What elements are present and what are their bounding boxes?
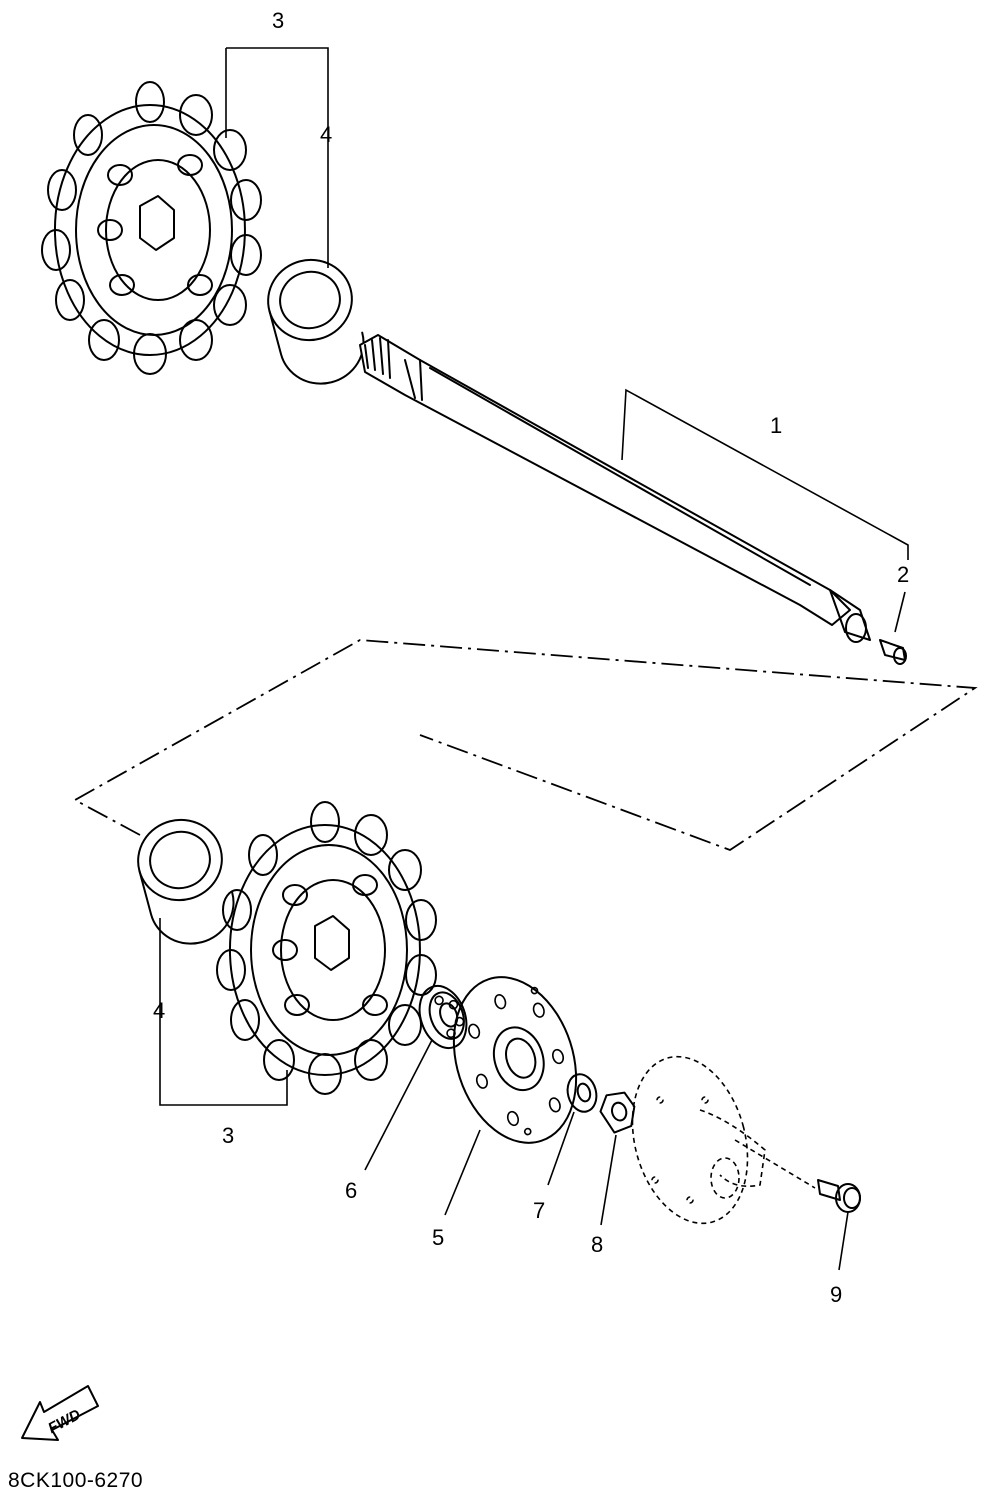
lower-collar: [128, 809, 244, 954]
reference-hub: [631, 1055, 816, 1225]
drive-shaft: [359, 334, 871, 643]
callout-4-top: 4: [320, 122, 332, 147]
callout-6: 6: [345, 1178, 357, 1203]
callout-3-bottom: 3: [222, 1123, 234, 1148]
callout-3-top: 3: [272, 8, 284, 33]
callout-5: 5: [432, 1225, 444, 1250]
callout-1: 1: [770, 413, 782, 438]
upper-sprocket: [41, 81, 262, 375]
assembly-outline: [73, 639, 978, 852]
part-code: 8CK100-6270: [8, 1469, 143, 1492]
fwd-label: FWD: [45, 1406, 83, 1437]
lower-sprocket: [216, 801, 437, 1095]
bearing: [418, 985, 468, 1049]
callout-4-bottom: 4: [153, 998, 165, 1023]
flange-bolt: [817, 1179, 861, 1213]
upper-collar: [258, 249, 374, 394]
flange-plate: [452, 976, 578, 1144]
washer: [566, 1073, 598, 1113]
callout-7: 7: [533, 1198, 545, 1223]
leader-lines: [159, 47, 909, 1271]
shaft-pin: [879, 639, 907, 665]
callout-2: 2: [897, 562, 909, 587]
callout-8: 8: [591, 1232, 603, 1257]
callout-9: 9: [830, 1282, 842, 1307]
fwd-arrow-icon: FWD: [21, 1385, 99, 1441]
